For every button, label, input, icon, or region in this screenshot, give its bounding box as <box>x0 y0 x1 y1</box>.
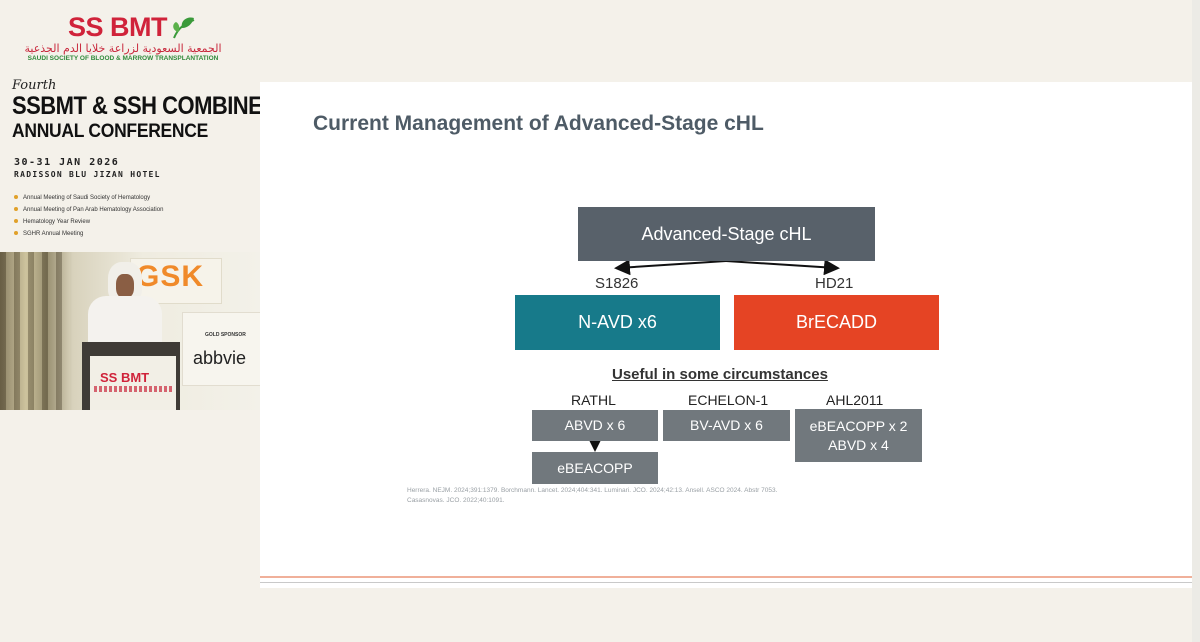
abbvie-sponsor-text: abbvie <box>193 348 247 368</box>
curtain-background <box>0 252 70 410</box>
sponsor-label: GOLD SPONSOR <box>205 332 246 338</box>
speaker-face <box>116 274 134 298</box>
meeting-item: Hematology Year Review <box>14 216 163 228</box>
slide-title: Current Management of Advanced-Stage cHL <box>313 112 764 135</box>
right-gutter <box>1192 0 1200 642</box>
regimen-box-abvd: ABVD x 6 <box>532 410 658 441</box>
podium-front-panel <box>90 356 176 410</box>
useful-heading: Useful in some circumstances <box>612 366 828 383</box>
meeting-item: Annual Meeting of Pan Arab Hematology As… <box>14 204 163 216</box>
slide-footer-rule <box>260 576 1192 578</box>
bullet-icon <box>14 207 18 212</box>
conference-title-line1: SSBMT & SSH COMBINED <box>12 92 278 120</box>
trial-label-ahl2011: AHL2011 <box>826 392 884 408</box>
slide-footer-rule-thin <box>260 582 1192 583</box>
regimen-box-ebeacopp-abvd: eBEACOPP x 2 ABVD x 4 <box>795 409 922 462</box>
bullet-icon <box>14 219 18 224</box>
bullet-icon <box>14 195 18 200</box>
trial-label-s1826: S1826 <box>595 275 639 292</box>
conference-title-line2: ANNUAL CONFERENCE <box>12 121 209 142</box>
conference-branding-panel: SS BMT الجمعية السعودية لزراعة خلايا الد… <box>0 0 278 250</box>
society-english-name: SAUDI SOCIETY OF BLOOD & MARROW TRANSPLA… <box>27 55 219 62</box>
speaker-video-feed: GSK GOLD SPONSOR SS BMT <box>0 252 260 410</box>
meeting-item: SGHR Annual Meeting <box>14 228 163 240</box>
trial-label-hd21: HD21 <box>815 275 854 292</box>
regimen-box-brecadd: BrECADD <box>734 295 939 350</box>
references: Herrera. NEJM. 2024;391:1379. Borchmann.… <box>407 487 778 504</box>
sponsor-board <box>182 312 260 386</box>
conference-ordinal: Fourth <box>12 78 57 93</box>
ssbmt-logo: SS BMT <box>68 12 168 42</box>
trial-label-rathl: RATHL <box>571 392 616 408</box>
leaf-logo-icon <box>173 17 195 39</box>
podium-logo: SS BMT <box>100 370 150 385</box>
trial-label-echelon-1: ECHELON-1 <box>688 392 769 408</box>
regimen-line: eBEACOPP x 2 ABVD x 4 <box>809 417 908 453</box>
society-arabic-name: الجمعية السعودية لزراعة خلايا الدم الجذع… <box>24 42 222 55</box>
bullet-icon <box>14 231 18 236</box>
conference-venue: RADISSON BLU JIZAN HOTEL <box>14 170 161 179</box>
conference-date: 30-31 JAN 2026 <box>14 157 120 168</box>
meeting-item: Annual Meeting of Saudi Society of Hemat… <box>14 192 163 204</box>
advanced-stage-chl-box: Advanced-Stage cHL <box>578 207 875 261</box>
flow-arrows <box>589 259 840 452</box>
meetings-list: Annual Meeting of Saudi Society of Hemat… <box>14 192 163 240</box>
regimen-box-n-avd: N-AVD x6 <box>515 295 720 350</box>
regimen-box-bv-avd: BV-AVD x 6 <box>663 410 790 441</box>
gsk-banner-text: GSK <box>136 260 205 293</box>
regimen-box-ebeacopp: eBEACOPP <box>532 452 658 484</box>
presentation-slide: Current Management of Advanced-Stage cHL… <box>260 82 1192 588</box>
podium-logo-subtext <box>94 386 172 392</box>
